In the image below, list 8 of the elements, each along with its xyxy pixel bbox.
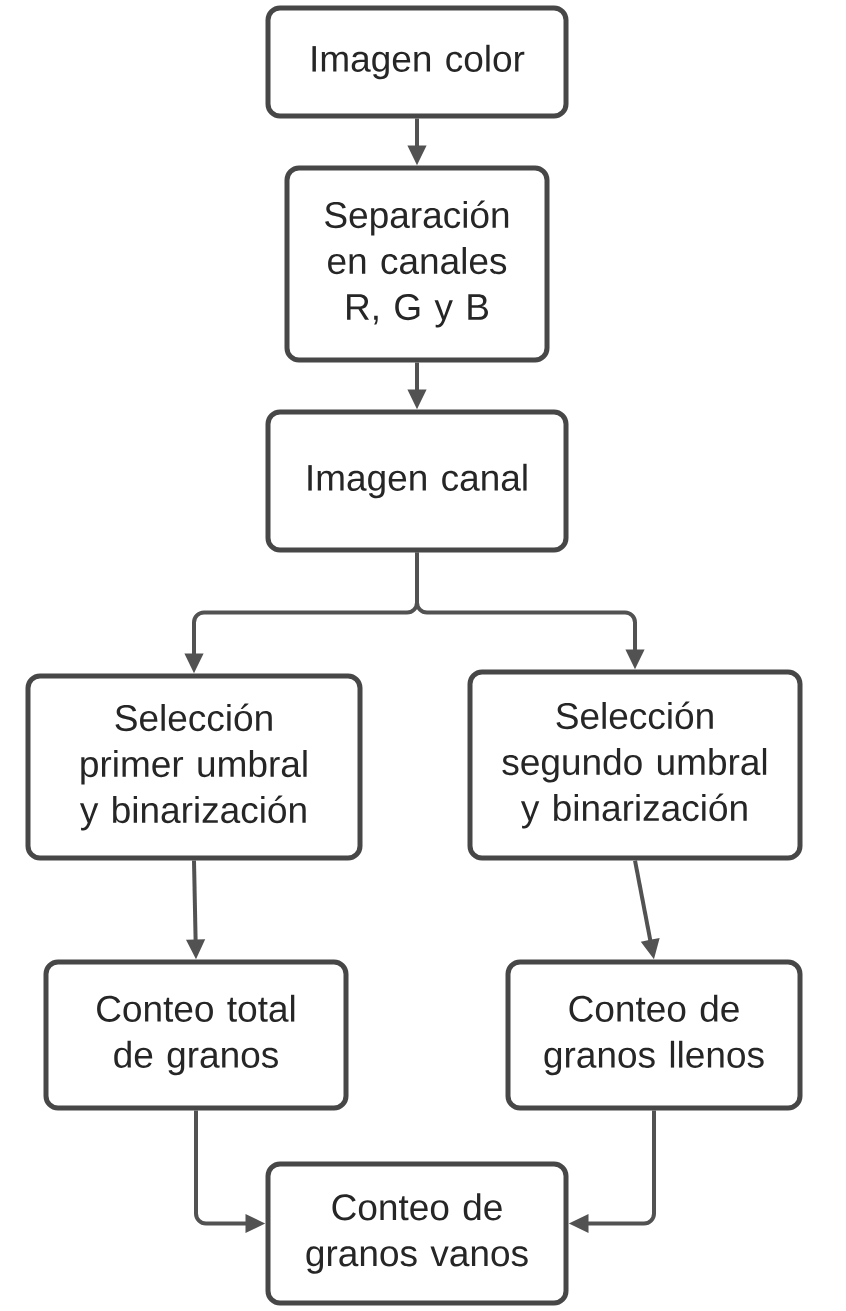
process-box: Selección segundo umbral y binarización <box>467 669 803 861</box>
process-box: Imagen canal <box>265 409 569 553</box>
process-box: Imagen color <box>265 5 569 119</box>
process-box: Selección primer umbral y binarización <box>25 673 363 861</box>
process-box: Separación en canales R, G y B <box>284 165 550 363</box>
process-box: Conteo de granos llenos <box>505 959 803 1111</box>
process-box: Conteo de granos vanos <box>265 1161 569 1306</box>
process-box: Conteo total de granos <box>43 959 349 1111</box>
